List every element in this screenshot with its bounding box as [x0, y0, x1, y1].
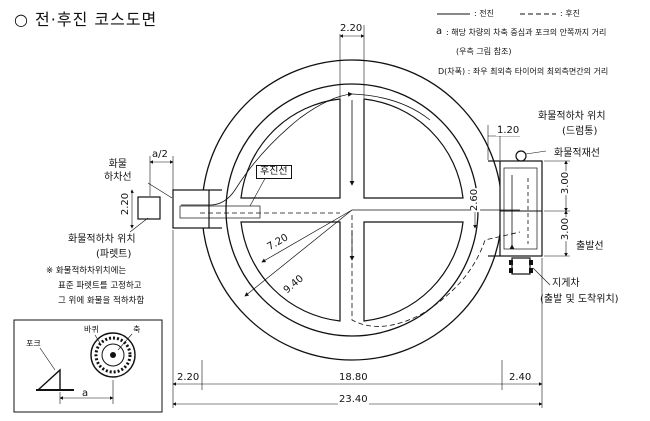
forklift-label: 지게차 — [552, 278, 580, 289]
island-bottom-left — [240, 221, 341, 322]
legend-d-desc: D(차폭) : 좌우 최외측 타이어의 최외측면간의 거리 — [438, 67, 609, 76]
dim-r-top: 3.00 — [560, 170, 572, 196]
start-line-label: 출발선 — [576, 241, 604, 252]
dim-r-bottom: 3.00 — [560, 216, 572, 242]
load-line-label: 화물적재선 — [554, 148, 600, 159]
note-line-2: 표준 파렛트를 고정하고 — [58, 281, 142, 291]
legend-a-ref: (우측 그림 참조) — [456, 47, 512, 56]
inset-fork-label: 포크 — [26, 339, 41, 348]
reverse-line-label: 후진선 — [256, 165, 292, 179]
note-line-1: ※ 화물적하차위치에는 — [46, 266, 127, 276]
right-stub-box — [499, 160, 543, 257]
radius-inner-line — [261, 209, 353, 263]
dim-left-h: 2.20 — [120, 191, 132, 217]
legend-reverse-label: : 후진 — [560, 9, 580, 18]
forklift-sub: (출발 및 도착위치) — [540, 294, 619, 305]
drum-position-sub: (드럼통) — [562, 126, 598, 137]
dim-a-half: a/2 — [152, 149, 168, 160]
legend-a-symbol: a — [436, 26, 443, 37]
island-top-left — [240, 98, 341, 199]
inset-axle-label: 축 — [133, 325, 141, 334]
drum-icon — [515, 150, 527, 162]
inset-box — [13, 319, 163, 413]
reverse-line-box — [179, 205, 261, 219]
forklift-icon — [509, 257, 533, 275]
dim-bottom-left: 2.20 — [176, 372, 201, 383]
dim-top-gap: 2.20 — [339, 23, 364, 34]
left-stub-box — [172, 189, 210, 229]
radius-outer-line — [244, 209, 353, 297]
dim-lane-v: 2.60 — [469, 187, 481, 213]
drum-position-label: 화물적하차 위치 — [538, 111, 606, 122]
inset-wheel — [90, 332, 136, 378]
pallet-position-sub: (파렛트) — [96, 249, 132, 260]
fork-shape — [36, 368, 61, 391]
forward-path — [181, 91, 353, 206]
legend-forward-label: : 전진 — [474, 9, 494, 18]
dim-bottom-total: 23.40 — [338, 394, 369, 405]
inset-a-label: a — [82, 388, 89, 399]
dim-bottom-right: 2.40 — [508, 372, 533, 383]
legend-a-desc: : 해당 차량의 차축 중심과 포크의 안쪽까지 거리 — [446, 28, 607, 37]
pallet-box — [137, 196, 161, 220]
island-bottom-right — [363, 221, 464, 322]
dim-bottom-mid: 18.80 — [338, 372, 369, 383]
page-title: ○ 전·후진 코스도면 — [14, 10, 158, 29]
pallet-position-label: 화물적하차 위치 — [68, 234, 136, 245]
island-top-right — [363, 98, 464, 199]
inset-wheel-label: 바퀴 — [84, 325, 99, 334]
cargo-line-label: 화물 하차선 — [104, 159, 132, 183]
note-line-3: 그 위에 화물을 적하차함 — [58, 296, 145, 306]
dim-right-gap: 1.20 — [496, 125, 521, 136]
